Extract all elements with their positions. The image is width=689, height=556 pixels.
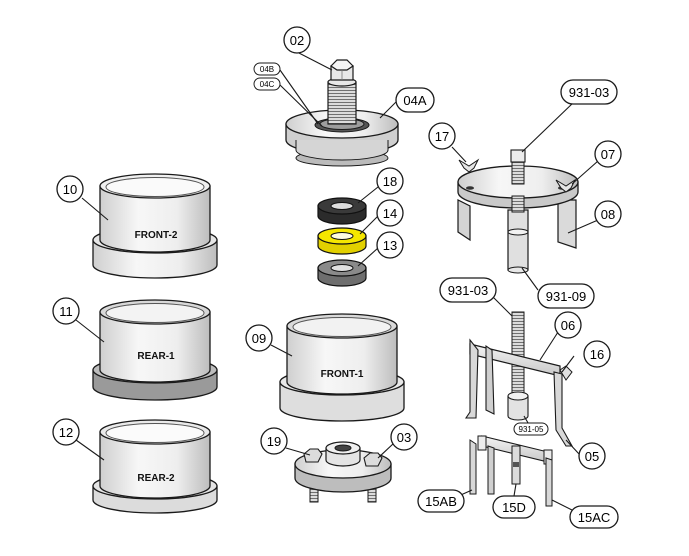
callout-931-03-mid: 931-03 (439, 277, 497, 303)
ring-front-2: FRONT-2 (92, 173, 218, 279)
callout-15d: 15D (492, 495, 536, 519)
callout-18: 18 (376, 167, 404, 195)
svg-text:14: 14 (383, 206, 397, 221)
callout-15ac: 15AC (569, 505, 619, 529)
svg-text:04A: 04A (403, 93, 426, 108)
callout-13: 13 (376, 231, 404, 259)
callout-17: 17 (428, 122, 456, 150)
puller-assembly-15 (469, 435, 553, 507)
ring-label-rear-1: REAR-1 (137, 351, 175, 362)
callout-08: 08 (594, 200, 622, 228)
part-03-flange (294, 441, 392, 503)
puller-assembly-07 (457, 149, 579, 274)
svg-text:19: 19 (267, 434, 281, 449)
ring-label-rear-2: REAR-2 (137, 473, 175, 484)
callout-03: 03 (390, 423, 418, 451)
svg-text:16: 16 (590, 347, 604, 362)
svg-text:06: 06 (561, 318, 575, 333)
svg-text:02: 02 (290, 33, 304, 48)
part-04a-assembly (285, 59, 399, 167)
svg-text:05: 05 (585, 449, 599, 464)
svg-text:07: 07 (601, 147, 615, 162)
callout-12: 12 (52, 418, 80, 446)
seal-13 (317, 259, 367, 287)
svg-text:03: 03 (397, 430, 411, 445)
svg-text:04C: 04C (260, 80, 275, 89)
callout-931-05: 931-05 (513, 422, 549, 436)
callout-19: 19 (260, 427, 288, 455)
callout-931-03-top: 931-03 (560, 79, 618, 105)
svg-text:08: 08 (601, 207, 615, 222)
svg-text:931-05: 931-05 (519, 425, 544, 434)
svg-text:10: 10 (63, 182, 77, 197)
ring-rear-2: REAR-2 (92, 419, 218, 514)
svg-text:18: 18 (383, 174, 397, 189)
callout-02: 02 (283, 26, 311, 54)
callout-14: 14 (376, 199, 404, 227)
svg-text:12: 12 (59, 425, 73, 440)
svg-text:09: 09 (252, 331, 266, 346)
svg-text:15D: 15D (502, 500, 526, 515)
ring-front-1: FRONT-1 (279, 313, 405, 422)
callout-931-09: 931-09 (537, 283, 595, 309)
callout-10: 10 (56, 175, 84, 203)
callout-06: 06 (554, 311, 582, 339)
svg-text:931-03: 931-03 (569, 85, 609, 100)
svg-text:931-03: 931-03 (448, 283, 488, 298)
svg-text:15AB: 15AB (425, 494, 457, 509)
callout-04c: 04C (253, 77, 281, 91)
callout-04b: 04B (253, 62, 281, 76)
callout-07: 07 (594, 140, 622, 168)
svg-text:13: 13 (383, 238, 397, 253)
ring-rear-1: REAR-1 (92, 299, 218, 401)
leader-lines (75, 51, 599, 513)
callout-11: 11 (52, 297, 80, 325)
callout-16: 16 (583, 340, 611, 368)
ring-label-front-2: FRONT-2 (135, 230, 178, 241)
ring-label-front-1: FRONT-1 (321, 369, 364, 380)
callout-04a: 04A (395, 87, 435, 113)
seal-14 (317, 227, 367, 255)
svg-text:11: 11 (59, 304, 73, 319)
callout-15ab: 15AB (417, 489, 465, 513)
callout-05: 05 (578, 442, 606, 470)
svg-text:931-09: 931-09 (546, 289, 586, 304)
puller-assembly-06 (464, 311, 573, 447)
svg-text:04B: 04B (260, 65, 274, 74)
callout-09: 09 (245, 324, 273, 352)
seal-18 (317, 197, 367, 225)
svg-text:15AC: 15AC (578, 510, 611, 525)
svg-text:17: 17 (435, 129, 449, 144)
